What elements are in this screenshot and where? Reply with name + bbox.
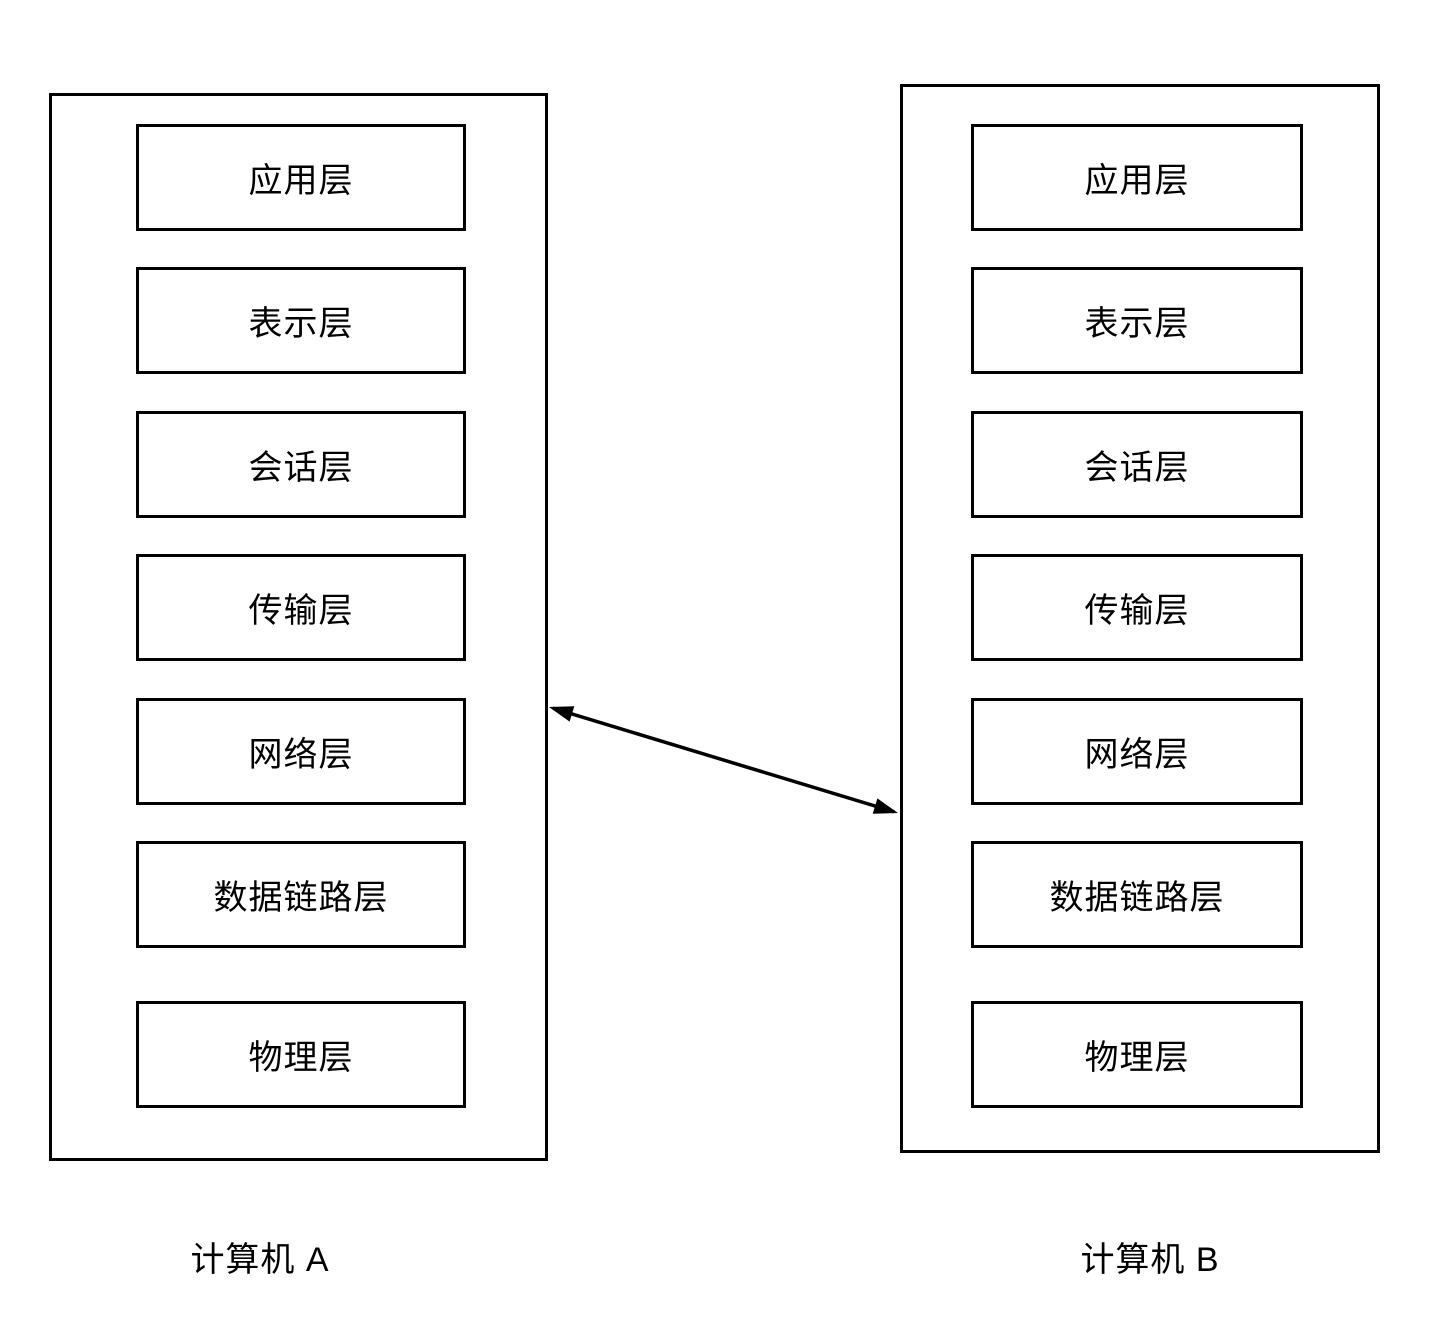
layer-box-session-b: 会话层 xyxy=(971,411,1303,518)
layer-box-physical-a: 物理层 xyxy=(136,1001,466,1108)
computer-a-label: 计算机 A xyxy=(190,1241,330,1279)
layer-box-presentation-a: 表示层 xyxy=(136,267,466,374)
layer-box-session-a: 会话层 xyxy=(136,411,466,518)
layer-box-transport-a: 传输层 xyxy=(136,554,466,661)
layer-box-application-b: 应用层 xyxy=(971,124,1303,231)
layer-box-network-a: 网络层 xyxy=(136,698,466,805)
layer-box-physical-b: 物理层 xyxy=(971,1001,1303,1108)
layer-box-datalink-a: 数据链路层 xyxy=(136,841,466,948)
layer-box-network-b: 网络层 xyxy=(971,698,1303,805)
layer-box-presentation-b: 表示层 xyxy=(971,267,1303,374)
layer-box-transport-b: 传输层 xyxy=(971,554,1303,661)
layer-box-datalink-b: 数据链路层 xyxy=(971,841,1303,948)
layer-box-application-a: 应用层 xyxy=(136,124,466,231)
computer-b-label: 计算机 B xyxy=(1080,1241,1220,1279)
